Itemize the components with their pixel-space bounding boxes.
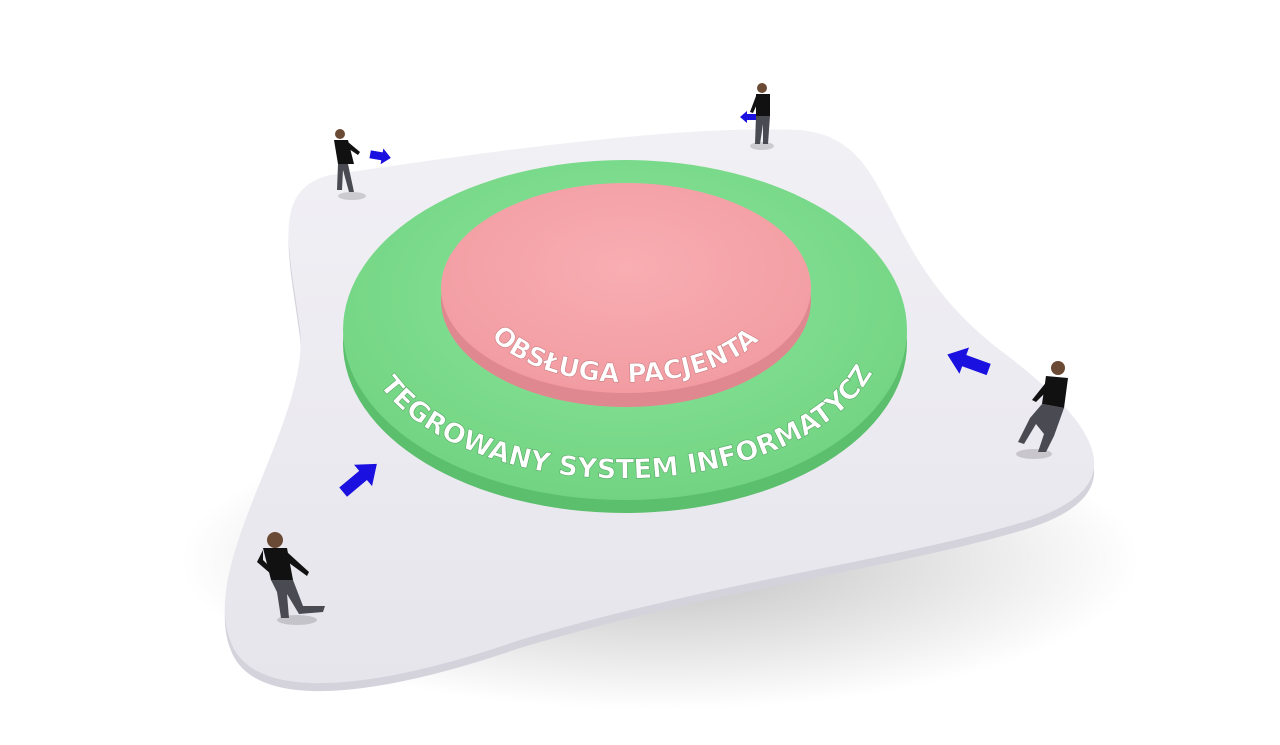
arrow-icon: [740, 111, 756, 123]
arrow-icon: [369, 146, 392, 165]
